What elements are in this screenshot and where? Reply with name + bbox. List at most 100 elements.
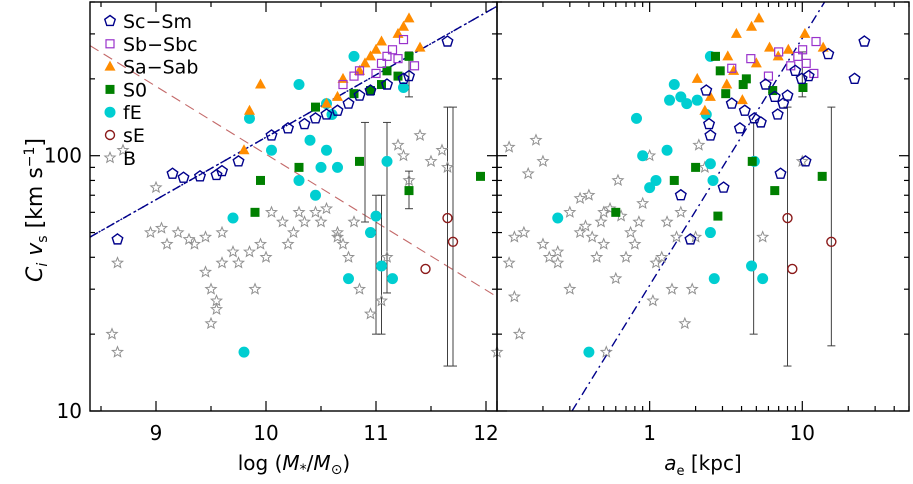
left-point-s0 <box>404 186 414 196</box>
left-point-fe <box>343 273 354 285</box>
right-point-b <box>542 250 556 263</box>
right-point-sc <box>858 35 871 47</box>
legend-label: S0 <box>123 79 147 101</box>
left-point-fe <box>376 260 387 272</box>
right-point-sc <box>759 78 772 90</box>
right-point-sa <box>817 41 829 52</box>
left-point-b <box>330 225 345 239</box>
right-point-b <box>624 225 638 239</box>
legend-marker-sb <box>105 39 115 49</box>
right-point-sc <box>684 233 697 245</box>
left-point-sb <box>354 66 365 76</box>
left-point-b <box>160 237 174 250</box>
right-point-b <box>521 166 535 180</box>
right-point-sa <box>782 43 794 54</box>
right-point-b <box>507 230 521 243</box>
left-point-sa <box>359 57 371 68</box>
left-point-sc <box>309 112 322 124</box>
right-error-bar <box>827 106 836 347</box>
left-point-b <box>440 160 455 173</box>
left-point-fe <box>266 144 277 156</box>
left-point-s0 <box>382 66 392 76</box>
right-point-sa <box>722 50 734 61</box>
right-point-se <box>787 263 798 275</box>
right-point-sa <box>699 104 711 115</box>
right-point-fe <box>746 260 758 272</box>
left-point-b <box>248 282 262 295</box>
right-x-tick-label: 1 <box>643 421 656 445</box>
legend-entry-s0: S0 <box>105 79 147 101</box>
left-point-b <box>215 225 229 239</box>
right-point-sa <box>728 64 740 75</box>
right-point-fe <box>583 346 595 358</box>
right-point-sc <box>704 129 717 141</box>
right-point-sa <box>746 20 758 31</box>
left-point-b <box>209 294 224 307</box>
right-point-s0 <box>715 66 725 76</box>
left-point-b <box>242 245 257 258</box>
left-point-sc <box>353 89 366 101</box>
left-point-b <box>215 256 229 269</box>
right-point-b <box>660 215 674 228</box>
left-point-sa <box>398 20 409 31</box>
left-point-fe <box>381 155 393 167</box>
left-point-sc <box>402 69 416 82</box>
right-point-b <box>599 345 613 358</box>
left-point-sa <box>414 41 426 52</box>
left-point-b <box>264 205 279 218</box>
left-point-fe <box>370 210 382 222</box>
left-point-sc <box>331 104 344 116</box>
legend-label: B <box>123 148 136 170</box>
left-point-b <box>281 237 295 250</box>
right-point-sa <box>704 90 716 101</box>
left-point-b <box>171 225 185 239</box>
legend-marker-sa <box>104 60 116 71</box>
right-point-b <box>685 282 699 295</box>
left-error-bar <box>443 106 452 367</box>
left-point-b <box>380 250 394 263</box>
right-point-sb <box>793 51 803 61</box>
left-point-b <box>110 345 125 358</box>
right-point-se <box>782 212 793 224</box>
left-point-se <box>447 236 459 248</box>
left-point-b <box>341 250 356 263</box>
right-point-s0 <box>770 186 780 196</box>
left-point-fe <box>238 346 250 358</box>
right-point-sc <box>733 121 746 134</box>
right-x-tick-label: 10 <box>790 421 815 445</box>
right-point-fe <box>681 98 693 110</box>
right-point-sc <box>674 188 687 201</box>
left-point-b <box>116 143 130 156</box>
left-point-sc <box>265 129 278 141</box>
left-point-sb <box>398 34 409 45</box>
left-x-tick-label: 12 <box>473 421 498 445</box>
right-point-b <box>590 250 604 263</box>
right-point-s0 <box>669 175 679 185</box>
right-point-b <box>632 215 646 228</box>
right-point-b <box>551 256 565 269</box>
left-point-sc <box>397 72 410 85</box>
legend-entry-sc: Sc−Sm <box>103 11 192 33</box>
left-point-b <box>413 128 427 142</box>
left-point-s0 <box>377 80 386 90</box>
left-point-sa <box>365 50 376 61</box>
left-point-sb <box>387 45 398 55</box>
right-point-sa <box>753 12 765 23</box>
right-point-b <box>578 219 593 232</box>
left-point-b <box>314 215 328 228</box>
right-point-fe <box>637 150 649 162</box>
left-point-b <box>204 316 218 330</box>
left-point-se <box>420 263 431 275</box>
left-point-b <box>143 225 158 239</box>
legend-marker-fe <box>104 106 116 118</box>
right-point-fe <box>668 79 680 91</box>
right-point-b <box>619 250 633 263</box>
left-point-sc <box>342 97 355 109</box>
right-point-sb <box>798 45 808 55</box>
right-point-s0 <box>768 86 778 96</box>
left-point-b <box>330 230 345 243</box>
left-point-b <box>275 215 290 228</box>
left-point-sc <box>364 84 377 96</box>
right-point-sc <box>700 84 713 96</box>
